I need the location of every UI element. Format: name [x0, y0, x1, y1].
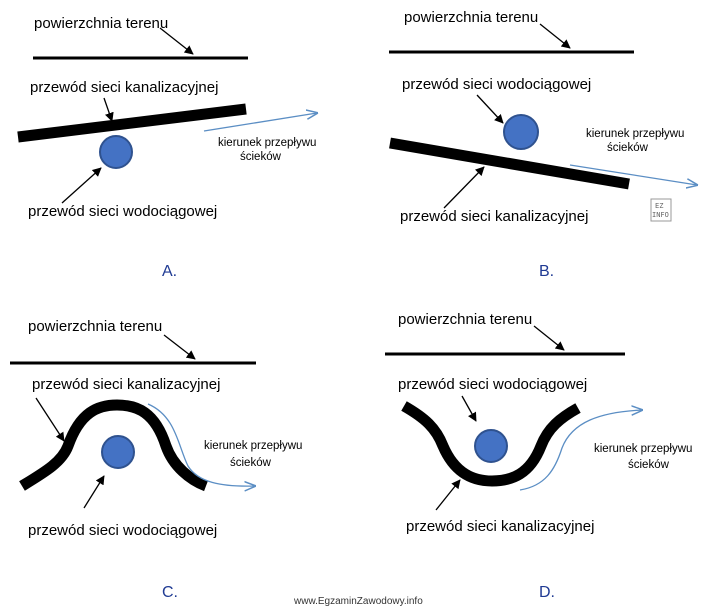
water-label-d: przewód sieci wodociągowej [398, 376, 587, 393]
sewer-label-d: przewód sieci kanalizacyjnej [406, 518, 594, 535]
flow-label-line2-d: ścieków [628, 459, 670, 471]
flow-arrow-d [519, 410, 642, 491]
watermark: www.EgzaminZawodowy.info [293, 596, 423, 607]
sewer-label-a: przewód sieci kanalizacyjnej [30, 79, 218, 96]
panel-c: powierzchnia terenu przewód sieci kanali… [10, 318, 302, 601]
surface-label-d: powierzchnia terenu [398, 311, 532, 328]
water-label-c: przewód sieci wodociągowej [28, 522, 217, 539]
surface-label-a: powierzchnia terenu [34, 15, 168, 32]
sewer-pipe-a [17, 103, 247, 143]
surface-arrow-b [539, 23, 571, 49]
water-arrow-b [476, 94, 504, 124]
flow-label-line1-a: kierunek przepływu [218, 137, 316, 149]
water-label-b: przewód sieci wodociągowej [402, 76, 591, 93]
sewer-arrow-c [35, 397, 65, 442]
option-letter-a: A. [162, 263, 177, 280]
flow-label-line1-c: kierunek przepływu [204, 440, 302, 452]
water-pipe-c [101, 435, 135, 469]
sewer-arrow-b [443, 166, 485, 209]
panel-a: powierzchnia terenu przewód sieci kanali… [17, 15, 317, 280]
flow-arrow-b [569, 164, 697, 185]
sewer-label-b: przewód sieci kanalizacyjnej [400, 208, 588, 225]
sewer-pipe-c [19, 399, 209, 492]
flow-label-line2-a: ścieków [240, 151, 282, 163]
flow-label-line1-d: kierunek przepływu [594, 443, 692, 455]
sewer-label-c: przewód sieci kanalizacyjnej [32, 376, 220, 393]
flow-label-line2-c: ścieków [230, 457, 272, 469]
surface-arrow-a [159, 27, 194, 55]
panel-b: powierzchnia terenu przewód sieci wodoci… [389, 9, 697, 280]
water-arrow-a [61, 167, 102, 204]
water-arrow-c [83, 475, 105, 509]
option-letter-b: B. [539, 263, 554, 280]
water-pipe-b [503, 114, 539, 150]
option-letter-c: C. [162, 584, 178, 601]
sewer-pipe-b [389, 137, 630, 190]
sewer-arrow-d [435, 479, 461, 511]
flow-label-line1-b: kierunek przepływu [586, 128, 684, 140]
water-arrow-d [461, 395, 477, 422]
water-label-a: przewód sieci wodociągowej [28, 203, 217, 220]
flow-arrow-c [147, 403, 255, 486]
panel-d: powierzchnia terenu przewód sieci wodoci… [385, 311, 692, 601]
sewer-arrow-a [103, 97, 114, 122]
water-pipe-d [474, 429, 508, 463]
surface-arrow-c [163, 334, 196, 360]
badge-line2: INFO [652, 211, 669, 219]
ez-info-badge: EZ INFO [650, 198, 672, 222]
surface-arrow-d [533, 325, 565, 351]
surface-label-c: powierzchnia terenu [28, 318, 162, 335]
water-pipe-a [99, 135, 133, 169]
surface-label-b: powierzchnia terenu [404, 9, 538, 26]
option-letter-d: D. [539, 584, 555, 601]
badge-line1: EZ [655, 202, 663, 210]
flow-arrow-a [203, 113, 317, 132]
sewer-pipe-d [401, 401, 581, 487]
flow-label-line2-b: ścieków [607, 142, 649, 154]
